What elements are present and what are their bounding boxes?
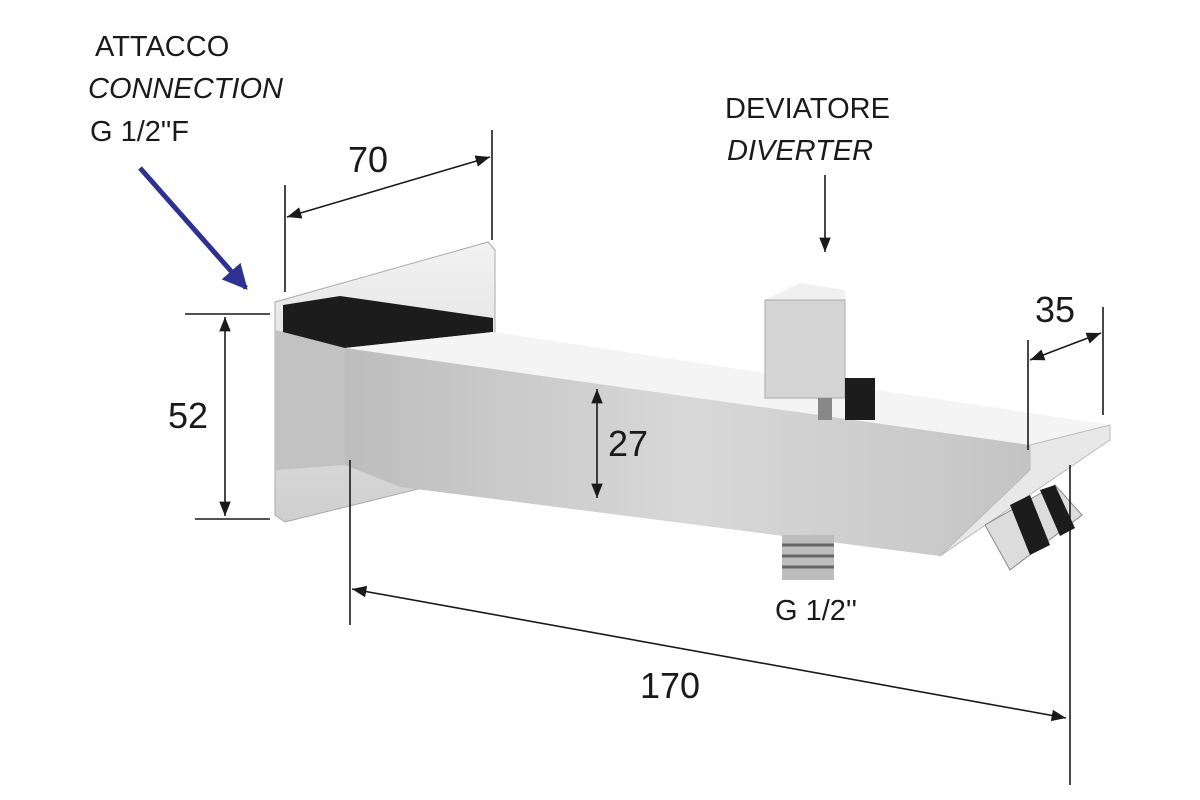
diverter-label-it: DEVIATORE [725,93,890,125]
outlet-thread [782,535,834,580]
dim-line-35 [1029,332,1102,361]
dim-line-170 [351,585,1067,722]
dim-label-27: 27 [608,423,648,464]
outlet-thread-label: G 1/2'' [775,595,857,627]
connection-label-it: ATTACCO [95,31,229,63]
dimension-lines [138,130,1104,785]
spout-opening-dark [283,296,493,348]
diverter-knob [764,283,875,420]
dim-label-52: 52 [168,395,208,436]
dim-line-70 [286,155,491,219]
dim-label-70: 70 [348,139,388,180]
spout-front-face [345,348,1030,556]
plate-side [275,330,345,470]
connection-arrow [138,166,248,290]
dim-label-170: 170 [640,665,700,706]
dim-label-35: 35 [1035,289,1075,330]
spout-product-image [274,241,1111,580]
aerator [984,484,1083,571]
spout-top-face [345,332,1110,445]
connection-thread-label: G 1/2"F [90,116,189,148]
diverter-label-en: DIVERTER [727,135,873,167]
connection-label-en: CONNECTION [88,73,283,105]
